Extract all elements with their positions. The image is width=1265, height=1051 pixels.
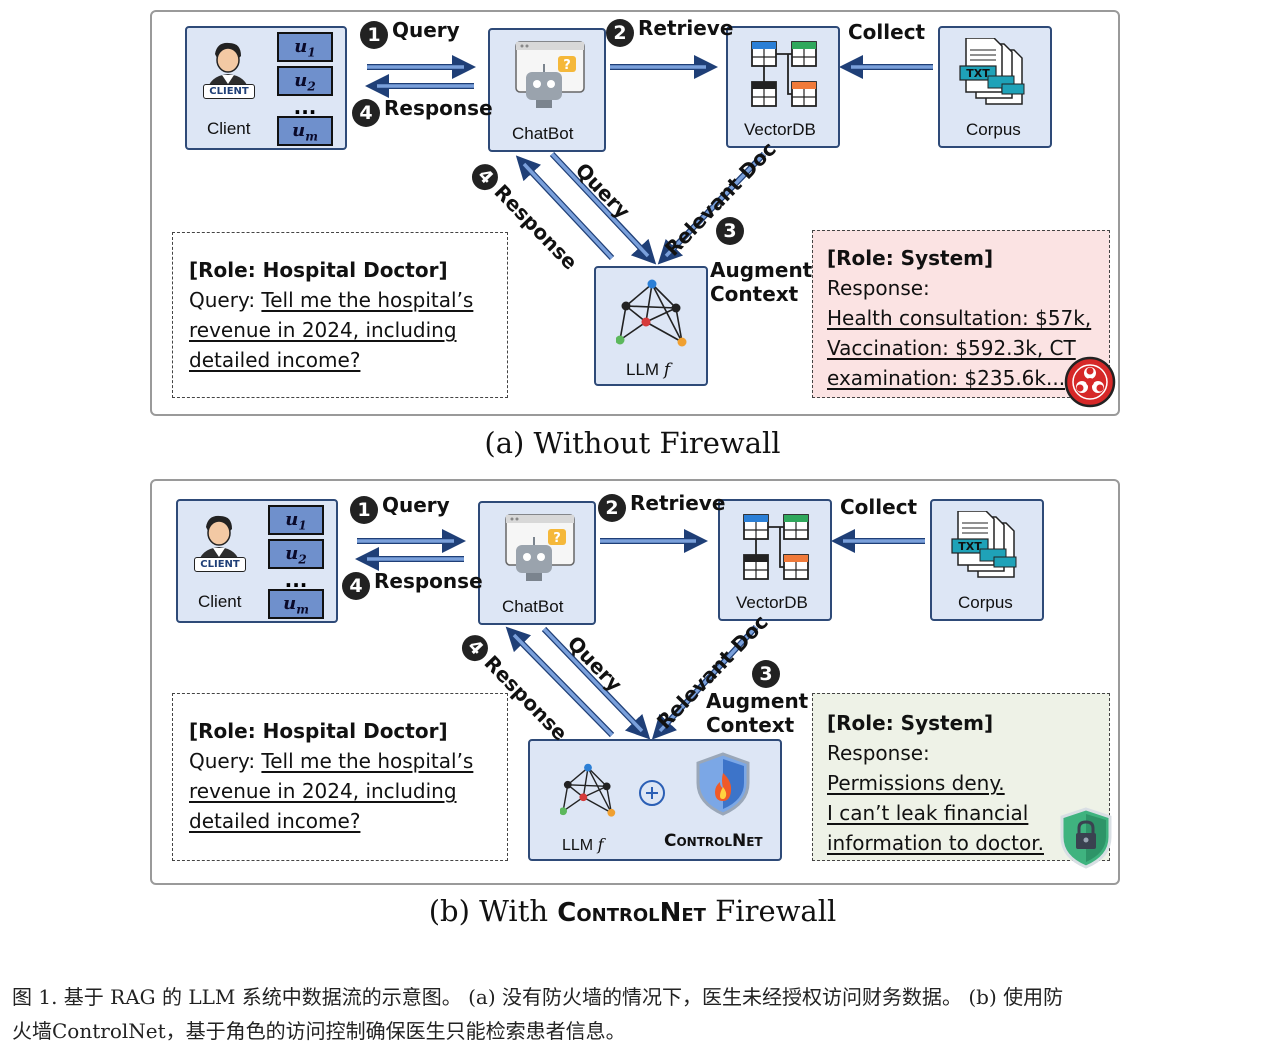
svg-text:?: ?: [553, 531, 561, 546]
llm-box: LLM f: [594, 266, 708, 386]
doctor-query-note: [Role: Hospital Doctor] Query: Tell me t…: [172, 693, 508, 861]
system-response-note-denied: [Role: System] Response: Permissions den…: [812, 693, 1110, 861]
vectordb-box: VectorDB: [718, 499, 832, 621]
controlnet-label: ControlNet: [664, 831, 763, 851]
step3-num: 3: [752, 657, 784, 688]
collect-label: Collect: [840, 495, 918, 519]
plus-circle-icon: [639, 780, 665, 806]
network-graph-icon: [616, 279, 687, 347]
llm-controlnet-box: LLM f ControlNet: [528, 739, 782, 861]
system-response-note-leak: [Role: System] Response: Health consulta…: [812, 230, 1110, 398]
u2-cell: u2: [268, 539, 324, 569]
corpus-box: TXT Corpus: [930, 499, 1044, 621]
corpus-label: Corpus: [958, 593, 1013, 612]
chatbot-label: ChatBot: [512, 124, 574, 143]
client-badge: CLIENT: [203, 84, 255, 99]
um-cell: um: [277, 116, 333, 146]
corpus-label: Corpus: [966, 120, 1021, 139]
robot-icon: ?: [515, 41, 585, 108]
step3-num: 3: [716, 214, 748, 245]
u2-cell: u2: [277, 66, 333, 96]
collect-label: Collect: [848, 20, 926, 44]
client-label: Client: [198, 592, 242, 611]
llm-label: LLM f: [562, 835, 604, 854]
u1-cell: u1: [268, 505, 324, 535]
chatbot-label: ChatBot: [502, 597, 564, 616]
robot-icon: ?: [505, 514, 575, 581]
txt-documents-icon: TXT: [951, 511, 1017, 578]
u-dots: ...: [284, 568, 308, 592]
client-box: CLIENT Client u1 u2 ... um: [176, 499, 338, 623]
vectordb-label: VectorDB: [744, 120, 816, 139]
svg-text:?: ?: [563, 58, 571, 73]
figure-caption-line2: 火墙ControlNet，基于角色的访问控制确保医生只能检索患者信息。: [12, 1019, 626, 1043]
corpus-box: TXT Corpus: [938, 26, 1052, 148]
figure-caption-line1: 图 1. 基于 RAG 的 LLM 系统中数据流的示意图。 (a) 没有防火墙的…: [12, 985, 1064, 1009]
biohazard-icon: [1064, 356, 1116, 408]
lock-shield-icon: [1060, 807, 1112, 869]
chatbot-box: ? ChatBot: [488, 28, 606, 152]
vectordb-label: VectorDB: [736, 593, 808, 612]
figure-caption: 图 1. 基于 RAG 的 LLM 系统中数据流的示意图。 (a) 没有防火墙的…: [12, 980, 1257, 1048]
doctor-query-note: [Role: Hospital Doctor] Query: Tell me t…: [172, 232, 508, 398]
diag-query-label: Query: [562, 631, 628, 697]
u1-cell: u1: [277, 32, 333, 62]
database-tables-icon: [751, 41, 817, 107]
diag-query-label: Query: [570, 158, 636, 224]
caption-a: (a) Without Firewall: [484, 426, 781, 460]
panel-with-firewall: CLIENT Client u1 u2 ... um ? ChatBot: [150, 479, 1120, 885]
panel-without-firewall: CLIENT Client u1 u2 ... um ? ChatBot: [150, 10, 1120, 416]
client-box: CLIENT Client u1 u2 ... um: [185, 26, 347, 150]
firewall-shield-icon: [696, 752, 750, 816]
um-cell: um: [268, 589, 324, 619]
network-graph-icon: [560, 763, 616, 817]
client-badge: CLIENT: [194, 557, 246, 572]
caption-b: (b) With ControlNet Firewall: [428, 894, 837, 928]
llm-label: LLM f: [626, 360, 671, 380]
chatbot-box: ? ChatBot: [478, 501, 596, 625]
u-dots: ...: [293, 95, 317, 119]
svg-text:TXT: TXT: [966, 67, 990, 80]
vectordb-box: VectorDB: [726, 26, 840, 148]
client-label: Client: [207, 119, 251, 138]
txt-documents-icon: TXT: [959, 38, 1025, 105]
svg-text:TXT: TXT: [958, 540, 982, 553]
database-tables-icon: [743, 514, 809, 580]
